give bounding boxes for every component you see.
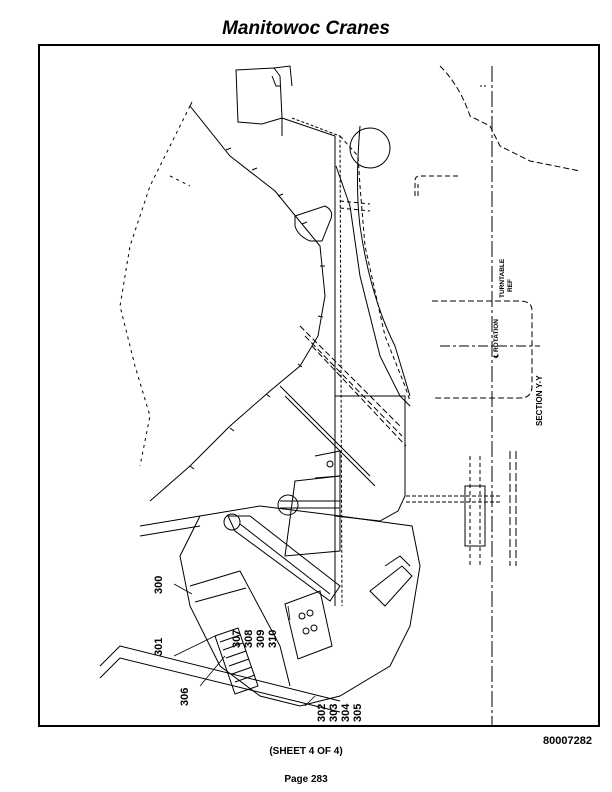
callout-308: 308	[243, 630, 255, 648]
page-header-title: Manitowoc Cranes	[222, 18, 390, 39]
callout-307: 307	[231, 630, 243, 648]
callout-302: 302	[316, 704, 328, 722]
callout-305: 305	[352, 704, 364, 722]
callout-300: 300	[153, 576, 165, 594]
sheet-indicator: (SHEET 4 OF 4)	[269, 746, 343, 757]
turntable-label-line2: REF	[507, 279, 514, 292]
top-box	[235, 67, 283, 125]
callout-304: 304	[340, 703, 352, 722]
rotation-label: ℄ ROTATION	[492, 319, 500, 359]
drawing-frame: 300 301 306 307 308 309 310 302 303 304 …	[38, 44, 600, 727]
callout-309: 309	[255, 630, 267, 648]
callout-310: 310	[267, 630, 279, 648]
callout-306: 306	[179, 688, 191, 706]
turntable-label-line1: TURNTABLE	[499, 258, 506, 298]
section-label: SECTION Y-Y	[535, 375, 544, 426]
technical-drawing: 300 301 306 307 308 309 310 302 303 304 …	[99, 65, 581, 725]
document-number: 80007282	[543, 735, 592, 747]
page-number: Page 283	[284, 774, 328, 785]
callout-301: 301	[153, 638, 165, 656]
callout-303: 303	[328, 704, 340, 722]
